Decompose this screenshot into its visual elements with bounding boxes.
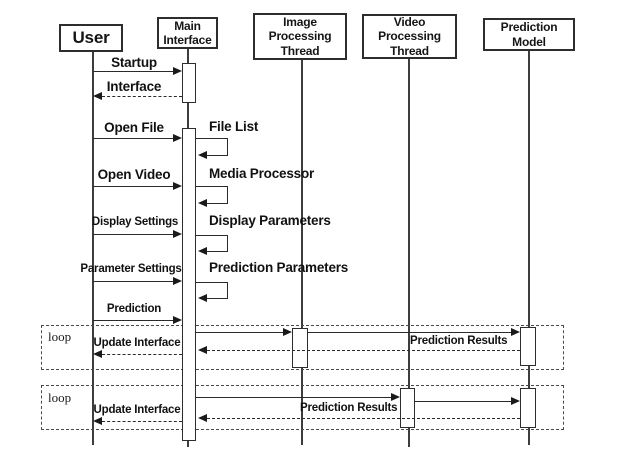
loop-frame-2: [41, 385, 564, 430]
message-open-file-label: Open File: [104, 120, 164, 135]
message-interface-label: Interface: [106, 79, 162, 94]
loop1-update-interface-label: Update Interface: [93, 337, 181, 349]
loop1-image-to-prediction-line: [308, 332, 512, 333]
message-prediction-label: Prediction: [106, 303, 162, 315]
activation-prediction-1: [520, 327, 536, 366]
message-media-processor-down: [227, 187, 228, 204]
loop1-update-interface-line: [102, 354, 182, 355]
loop-frame-1: [41, 325, 564, 370]
message-display-parameters-label: Display Parameters: [209, 213, 331, 228]
message-prediction-line: [93, 320, 175, 321]
activation-main-2: [182, 128, 196, 441]
arrowhead-icon: [198, 346, 207, 354]
loop2-video-to-prediction-line: [415, 401, 511, 402]
participant-prediction-line2: Model: [512, 34, 546, 49]
arrowhead-icon: [173, 316, 182, 324]
arrowhead-icon: [511, 397, 520, 405]
arrowhead-icon: [173, 134, 182, 142]
message-display-settings-line: [93, 234, 175, 235]
loop-1-label: loop: [48, 329, 72, 344]
message-prediction-parameters-label: Prediction Parameters: [209, 260, 349, 275]
participant-main-interface: Main Interface: [157, 17, 218, 49]
participant-image-line1: Image: [283, 14, 317, 29]
message-open-video-line: [93, 186, 175, 187]
message-display-settings-label: Display Settings: [91, 216, 179, 228]
message-prediction-parameters-back: [206, 298, 228, 299]
message-interface-line: [102, 96, 182, 97]
lifeline-prediction-model: [528, 51, 530, 445]
participant-video-line3: Thread: [390, 43, 429, 58]
lifeline-image-processing-thread: [301, 60, 303, 445]
loop2-update-interface-label: Update Interface: [93, 404, 181, 416]
participant-main-interface-line1: Main: [174, 18, 201, 33]
message-display-parameters-out: [196, 235, 228, 236]
message-media-processor-out: [196, 186, 228, 187]
activation-image-thread: [292, 328, 308, 368]
message-startup-label: Startup: [111, 55, 157, 70]
loop2-prediction-results-line: [207, 418, 520, 419]
arrowhead-icon: [93, 350, 102, 358]
message-parameter-settings-line: [93, 281, 175, 282]
message-file-list-label: File List: [209, 119, 259, 134]
participant-main-interface-line2: Interface: [163, 33, 212, 47]
arrowhead-icon: [93, 92, 102, 100]
loop2-update-interface-line: [102, 421, 182, 422]
activation-video-thread: [400, 388, 415, 428]
message-open-video-label: Open Video: [97, 167, 171, 182]
loop1-main-to-image-line: [196, 332, 284, 333]
activation-main-1: [182, 63, 196, 103]
message-parameter-settings-label: Parameter Settings: [80, 263, 182, 275]
arrowhead-icon: [391, 393, 400, 401]
lifeline-user: [92, 52, 94, 445]
arrowhead-icon: [198, 414, 207, 422]
message-media-processor-back: [206, 203, 228, 204]
message-media-processor-label: Media Processor: [209, 166, 315, 181]
loop1-prediction-results-label: Prediction Results: [410, 335, 508, 347]
participant-image-processing-thread: Image Processing Thread: [253, 13, 347, 60]
arrowhead-icon: [283, 328, 292, 336]
loop1-prediction-results-line: [207, 350, 520, 351]
arrowhead-icon: [173, 277, 182, 285]
message-file-list-down: [227, 139, 228, 156]
loop2-prediction-results-label: Prediction Results: [300, 402, 398, 414]
activation-prediction-2: [520, 388, 536, 428]
message-file-list-out: [196, 138, 228, 139]
participant-user-label: User: [72, 27, 110, 47]
participant-video-processing-thread: Video Processing Thread: [362, 14, 457, 59]
loop2-main-to-video-line: [196, 397, 391, 398]
arrowhead-icon: [198, 151, 207, 159]
participant-prediction-line1: Prediction: [500, 20, 558, 35]
arrowhead-icon: [173, 67, 182, 75]
participant-video-line2: Processing: [378, 29, 441, 44]
message-file-list-back: [206, 155, 228, 156]
arrowhead-icon: [198, 247, 207, 255]
message-display-parameters-back: [206, 251, 228, 252]
participant-user: User: [59, 24, 123, 52]
message-startup-line: [93, 71, 175, 72]
arrowhead-icon: [198, 199, 207, 207]
arrowhead-icon: [511, 328, 520, 336]
arrowhead-icon: [93, 417, 102, 425]
participant-image-line2: Processing: [268, 29, 332, 44]
message-prediction-parameters-down: [227, 283, 228, 299]
participant-video-line1: Video: [393, 14, 426, 29]
loop-2-label: loop: [48, 390, 72, 405]
arrowhead-icon: [173, 182, 182, 190]
participant-prediction-model: Prediction Model: [483, 18, 575, 51]
arrowhead-icon: [198, 294, 207, 302]
message-display-parameters-down: [227, 236, 228, 252]
participant-image-line3: Thread: [280, 43, 320, 58]
message-prediction-parameters-out: [196, 282, 228, 283]
message-open-file-line: [93, 138, 175, 139]
lifeline-video-processing-thread: [408, 59, 410, 447]
arrowhead-icon: [173, 230, 182, 238]
